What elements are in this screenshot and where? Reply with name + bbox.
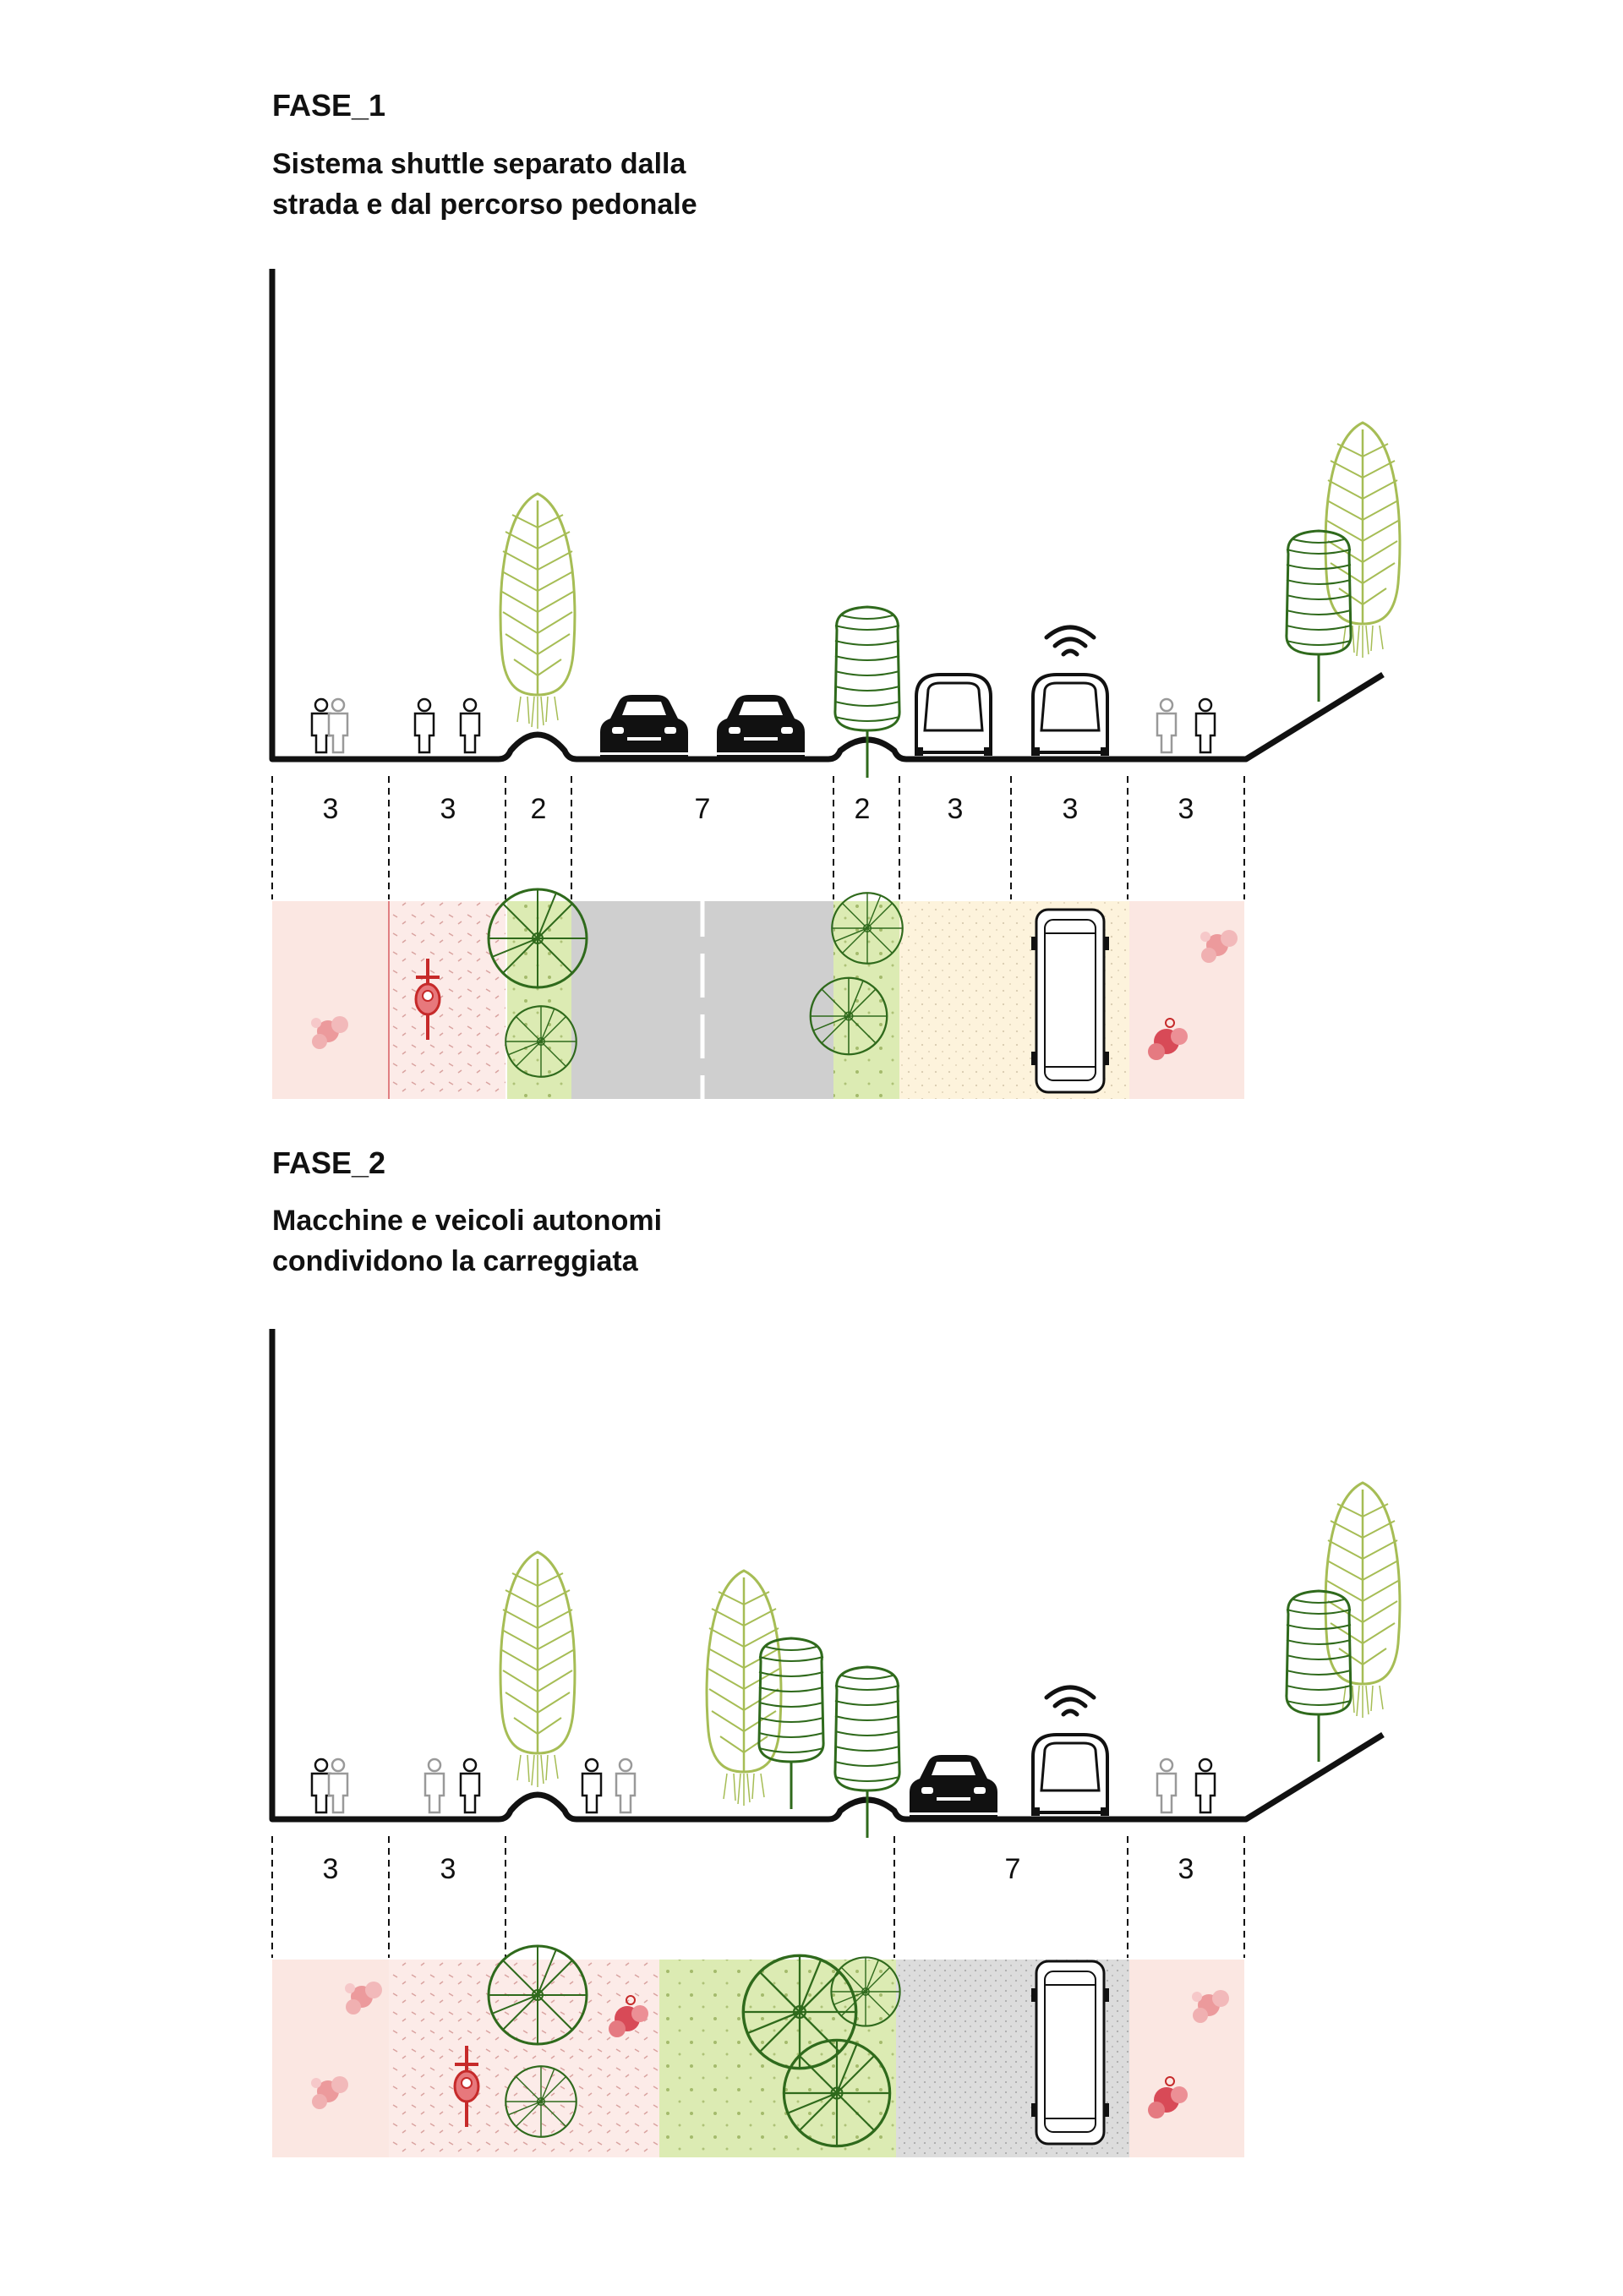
phase-1-subtitle-line-2: strada e dal percorso pedonale (272, 189, 697, 221)
tree-canopy-icon (487, 1944, 588, 2046)
phase-2-subtitle-line-1: Macchine e veicoli autonomi (272, 1205, 663, 1237)
small-tree-icon (833, 605, 901, 779)
car-icon (910, 1755, 997, 1818)
pedestrian-icon (327, 1758, 349, 1814)
tall-tree-icon (499, 1550, 577, 1789)
pedestrian-icon (310, 1758, 332, 1814)
phase-2-plan (272, 1944, 1244, 2157)
phase-2-subtitle-line-2: condividono la carreggiata (272, 1245, 638, 1277)
width-label: 7 (695, 793, 711, 825)
width-label: 3 (440, 1853, 456, 1885)
tall-tree-icon (499, 492, 577, 730)
tree-canopy-icon (487, 888, 588, 989)
pedestrian-icon (1194, 1758, 1216, 1814)
phase-1-dividers (271, 776, 1245, 899)
shuttle-plan-icon (1030, 908, 1111, 1094)
phase-1-subtitle-line-1: Sistema shuttle separato dalla (272, 148, 686, 180)
width-label: 3 (1178, 1853, 1194, 1885)
width-label: 3 (440, 793, 456, 825)
pedestrian-icon (615, 1758, 637, 1814)
sidewalk-plan (1129, 1960, 1244, 2157)
width-label: 3 (948, 793, 964, 825)
shuttle-plan-icon (1030, 1960, 1111, 2146)
autonomous-shuttle-icon (1030, 1733, 1111, 1818)
small-tree-icon (757, 1637, 825, 1811)
pedestrian-icon (1194, 697, 1216, 754)
sidewalk-plan (272, 901, 389, 1099)
phase-2-title: FASE_2 (272, 1145, 386, 1180)
cyclist-icon (581, 1758, 603, 1814)
phase-1-section: 3 3 2 7 2 3 3 3 (269, 269, 1402, 1099)
autonomous-shuttle-icon (1030, 673, 1111, 757)
pedestrian-icon (1156, 697, 1178, 754)
cyclist-icon (424, 1758, 445, 1814)
shuttle-icon (913, 673, 994, 757)
tree-canopy-icon (741, 1954, 858, 2070)
tree-canopy-icon (505, 1005, 577, 1078)
small-tree-icon (833, 1665, 901, 1840)
car-icon (600, 695, 688, 757)
phase-2-ground-profile (269, 1329, 1385, 1823)
pedestrian-icon (1156, 1758, 1178, 1814)
phase-1-plan (272, 888, 1244, 1099)
phase-2-dividers (271, 1836, 1245, 1958)
cyclist-icon (413, 697, 435, 754)
tall-tree-icon (705, 1569, 783, 1807)
width-label: 3 (1063, 793, 1079, 825)
tree-canopy-icon (809, 976, 888, 1056)
width-label: 2 (531, 793, 547, 825)
cyclist-icon (459, 697, 481, 754)
width-label: 3 (323, 1853, 339, 1885)
tree-canopy-icon (505, 2065, 577, 2138)
wifi-signal-icon (1046, 627, 1094, 654)
width-label: 7 (1005, 1853, 1021, 1885)
phase-1-subtitle: Sistema shuttle separato dalla strada e … (272, 144, 697, 225)
tree-canopy-icon (782, 2038, 892, 2148)
pedestrian-icon (327, 697, 349, 754)
wifi-signal-icon (1046, 1687, 1094, 1714)
tree-canopy-icon (831, 892, 904, 965)
cyclist-icon (459, 1758, 481, 1814)
phase-1-ground-profile (269, 269, 1385, 763)
width-label: 2 (855, 793, 871, 825)
phase-1-title: FASE_1 (272, 88, 386, 123)
tree-canopy-icon (830, 1956, 901, 2027)
car-icon (717, 695, 805, 757)
phase-2-section: 3 3 7 3 (269, 1329, 1402, 2157)
width-label: 3 (1178, 793, 1194, 825)
pedestrian-icon (310, 697, 332, 754)
width-label: 3 (323, 793, 339, 825)
phase-2-subtitle: Macchine e veicoli autonomi condividono … (272, 1200, 662, 1282)
